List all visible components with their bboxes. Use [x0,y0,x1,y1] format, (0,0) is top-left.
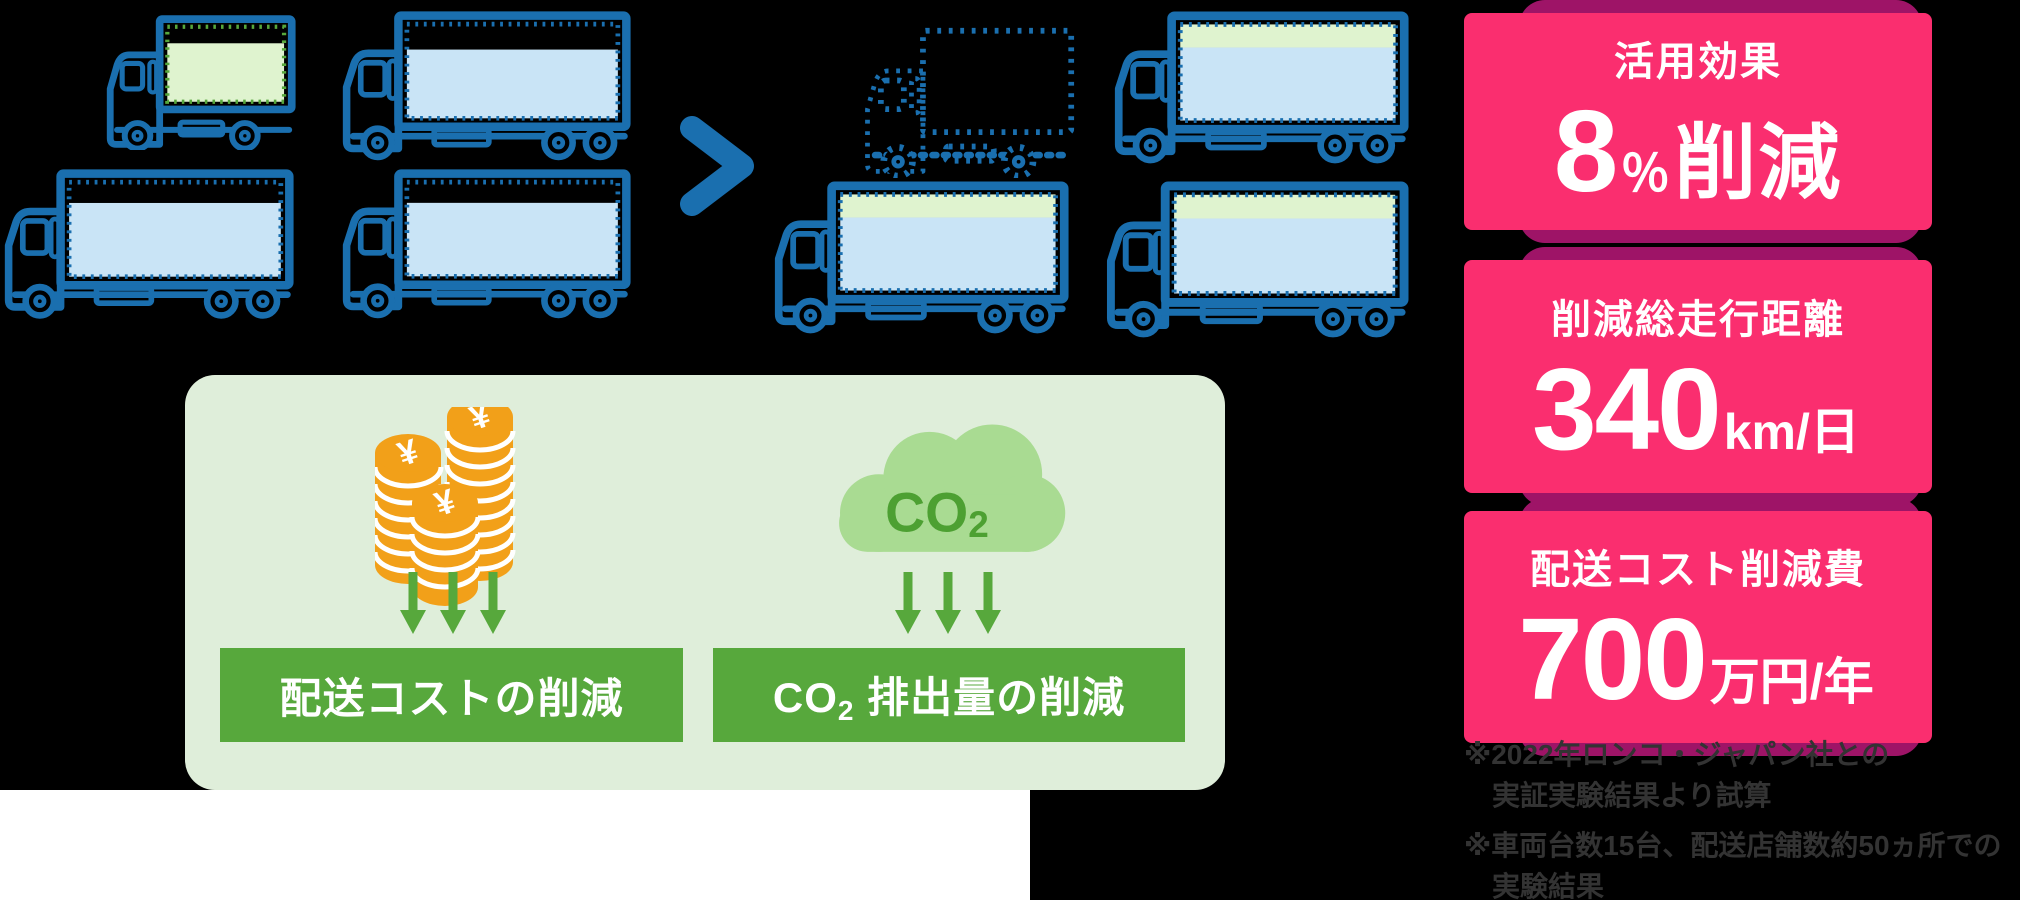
footnotes: ※2022年ロンコ・ジャパン社との 実証実験結果より試算 ※車両台数15台、配送… [1464,734,2020,900]
badge-reduced-distance: 削減総走行距離 340 km/日 [1464,247,1932,506]
co2-reduction-label-bar: CO2 排出量の削減 [713,648,1185,742]
truck-large [772,180,1070,334]
cost-reduction-label: 配送コストの削減 [279,674,624,722]
badge-face: 活用効果 8 ％ 削減 [1464,13,1932,230]
chevron-right-icon [680,116,754,216]
badge-title: 配送コスト削減費 [1530,548,1866,592]
yen-coin-stack-icon: ¥¥¥ [375,407,516,606]
truck-large [340,10,632,161]
badge-face: 削減総走行距離 340 km/日 [1464,260,1932,493]
badge-utilization-effect: 活用効果 8 ％ 削減 [1464,0,1932,243]
truck-large [1104,180,1410,338]
triple-down-arrows-icon [400,572,506,634]
co2-cloud-icon: CO2 [839,424,1066,552]
truck-large [340,168,632,319]
removed-truck-outline [856,25,1076,179]
footnote: ※2022年ロンコ・ジャパン社との 実証実験結果より試算 [1464,739,1890,811]
badge-value: 700 万円/年 [1518,594,1874,724]
badge-title: 活用効果 [1614,39,1782,84]
truck-large [2,168,295,319]
benefits-panel: ¥¥¥ 配送コストの削減 CO2 [185,375,1225,790]
truck-small [100,14,296,151]
footnote: ※車両台数15台、配送店舗数約50ヵ所での 実験結果 [1464,830,2002,900]
badge-value: 340 km/日 [1532,343,1860,474]
cost-reduction-label-bar: 配送コストの削減 [220,648,683,742]
white-background-strip [0,790,1030,900]
badge-face: 配送コスト削減費 700 万円/年 [1464,511,1932,743]
co2-reduction-label: CO2 排出量の削減 [772,673,1126,726]
truck-large [1112,10,1410,164]
badge-value: 8 ％ 削減 [1553,85,1843,216]
triple-down-arrows-icon [895,572,1001,634]
badge-title: 削減総走行距離 [1551,297,1845,342]
svg-text:CO2: CO2 [885,482,989,546]
badge-cost-savings: 配送コスト削減費 700 万円/年 [1464,498,1932,756]
